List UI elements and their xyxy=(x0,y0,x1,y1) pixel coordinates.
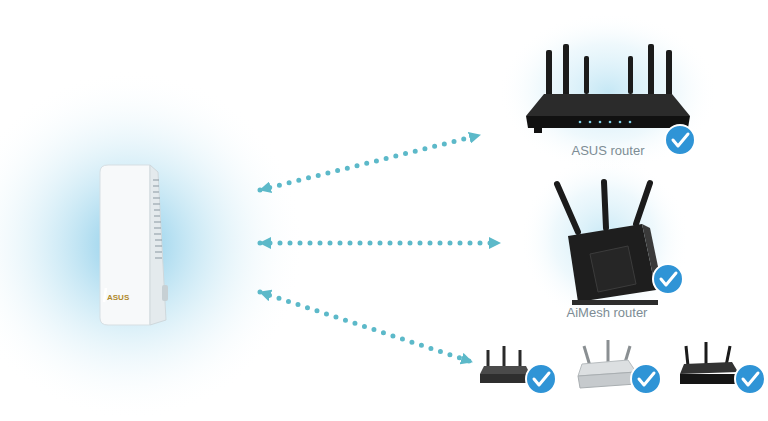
check-mark xyxy=(665,125,695,155)
check-mark xyxy=(631,364,661,394)
router-node: ASUS router xyxy=(480,30,736,162)
device-label: AiMesh router xyxy=(567,305,648,320)
range-extender xyxy=(100,165,168,325)
router-node: AiMesh router xyxy=(500,172,714,322)
logo-text: ASUS xyxy=(107,293,129,302)
check-mark xyxy=(653,264,683,294)
generic-router xyxy=(680,342,738,384)
device-label: ASUS router xyxy=(572,143,645,158)
wireless-link-arrow xyxy=(260,135,480,190)
check-mark xyxy=(526,364,556,394)
glow xyxy=(498,12,718,172)
generic-router xyxy=(578,340,636,388)
generic-router xyxy=(480,346,530,383)
wireless-link-arrow xyxy=(260,292,472,362)
range-extender-node: ASUS xyxy=(60,140,260,350)
wireless-link-arrow xyxy=(260,241,500,246)
asus-router xyxy=(526,44,690,133)
router-group-node xyxy=(472,338,762,400)
aimesh-router xyxy=(557,182,662,305)
glow xyxy=(520,155,690,325)
check-mark xyxy=(735,364,765,394)
